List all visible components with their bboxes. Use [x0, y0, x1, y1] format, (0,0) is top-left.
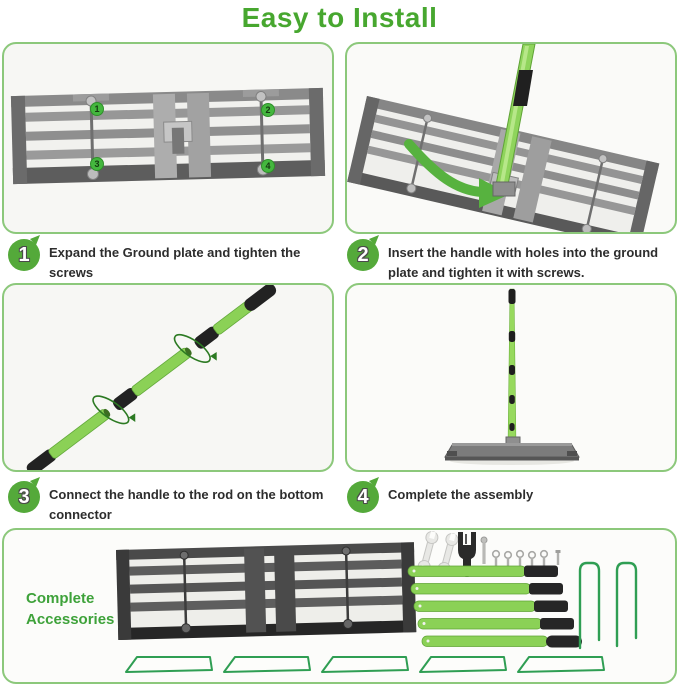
step-2-text: Insert the handle with holes into the gr…: [388, 245, 659, 281]
handle-pole: [492, 44, 536, 197]
accessories-label: Complete Accessories: [26, 590, 115, 628]
panel-step2-insert-handle: [345, 42, 677, 234]
rotation-arrow-icon: [173, 333, 217, 363]
step-3-text: Connect the handle to the rod on the bot…: [49, 487, 324, 523]
step-1: 1 Expand the Ground plate and tighten th…: [8, 238, 334, 283]
page-title: Easy to Install: [241, 2, 438, 33]
panel-step4-assembled: [345, 283, 677, 472]
step-1-badge: 1: [8, 239, 40, 271]
handle-rods: [407, 565, 582, 648]
plate-marker: 2: [261, 103, 275, 117]
step-4-badge: 4: [347, 481, 379, 513]
garden-stakes-row: [125, 656, 605, 673]
assembled-tool-illustration: [444, 288, 580, 465]
rod-connection-illustration: [26, 285, 277, 470]
ground-plate-illustration: [10, 87, 326, 185]
screws-icons: [480, 536, 561, 567]
plate-marker: 3: [90, 157, 104, 171]
accessories-illustration: [116, 531, 638, 673]
wrench-icon: [417, 531, 439, 573]
accessory-ground-plate: [116, 542, 417, 640]
step-2-badge: 2: [347, 239, 379, 271]
plate-marker: 4: [261, 159, 275, 173]
step-2: 2 Insert the handle with holes into the …: [347, 238, 677, 283]
connector-bracket-icon: [458, 532, 476, 577]
step-4: 4 Complete the assembly: [347, 480, 677, 513]
step-1-text: Expand the Ground plate and tighten the …: [49, 245, 301, 281]
plate-marker: 1: [90, 102, 104, 116]
step-3: 3 Connect the handle to the rod on the b…: [8, 480, 334, 525]
handle-insert-illustration: [347, 44, 660, 232]
rotation-arrow-icon: [92, 395, 136, 425]
step-4-text: Complete the assembly: [388, 487, 534, 502]
garden-stake-icon: [578, 561, 638, 650]
panel-step3-connect-rods: [2, 283, 334, 472]
step-3-badge: 3: [8, 481, 40, 513]
panel-step1-ground-plate: 1 2 3 4: [2, 42, 334, 234]
panel-complete-accessories: Complete Accessories: [2, 528, 677, 684]
